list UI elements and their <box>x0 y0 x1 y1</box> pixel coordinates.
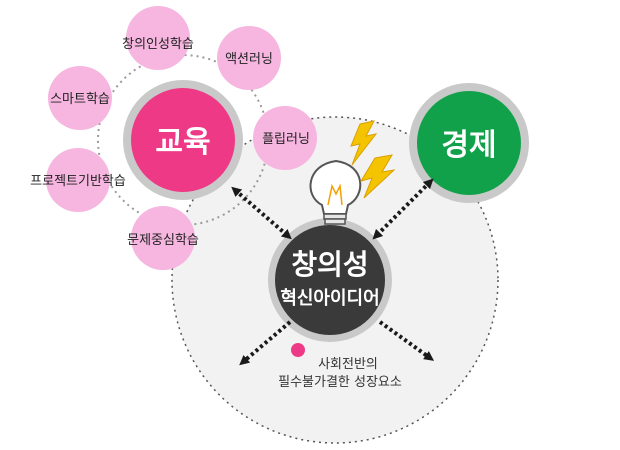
creativity-node <box>268 218 392 342</box>
arrow-creativity-southeast <box>378 320 435 361</box>
economy-node <box>409 83 529 203</box>
method-bubble-problem-learning <box>131 206 195 270</box>
arrow-economy-creativity <box>372 178 434 240</box>
method-bubble-flipped-learning <box>253 106 317 170</box>
method-bubble-smart-learning <box>48 66 112 130</box>
note-bullet-dot <box>291 343 305 357</box>
connection-arrows <box>231 178 435 366</box>
method-label-action-learning: 액션러닝 <box>225 52 273 67</box>
method-label-project-learning: 프로젝트기반학습 <box>30 174 126 189</box>
economy-label: 경제 <box>441 128 496 163</box>
education-node <box>123 80 243 200</box>
creativity-subtitle: 혁신아이디어 <box>280 287 379 309</box>
method-bubble-project-learning <box>46 148 110 212</box>
arrow-creativity-southwest <box>239 320 292 366</box>
method-label-flipped-learning: 플립러닝 <box>262 132 310 147</box>
note-line-2: 필수불가결한 성장요소 <box>278 375 402 390</box>
method-label-smart-learning: 스마트학습 <box>50 92 110 107</box>
creativity-title: 창의성 <box>291 248 368 281</box>
method-label-problem-learning: 문제중심학습 <box>127 233 199 248</box>
education-label: 교육 <box>155 125 210 160</box>
note-line-1: 사회전반의 <box>318 357 378 372</box>
method-bubbles <box>46 6 317 270</box>
method-bubble-creative-character <box>126 6 190 70</box>
light-bulb-icon <box>309 159 362 225</box>
method-bubble-action-learning <box>217 26 281 90</box>
method-label-creative-character: 창의인성학습 <box>122 37 194 52</box>
